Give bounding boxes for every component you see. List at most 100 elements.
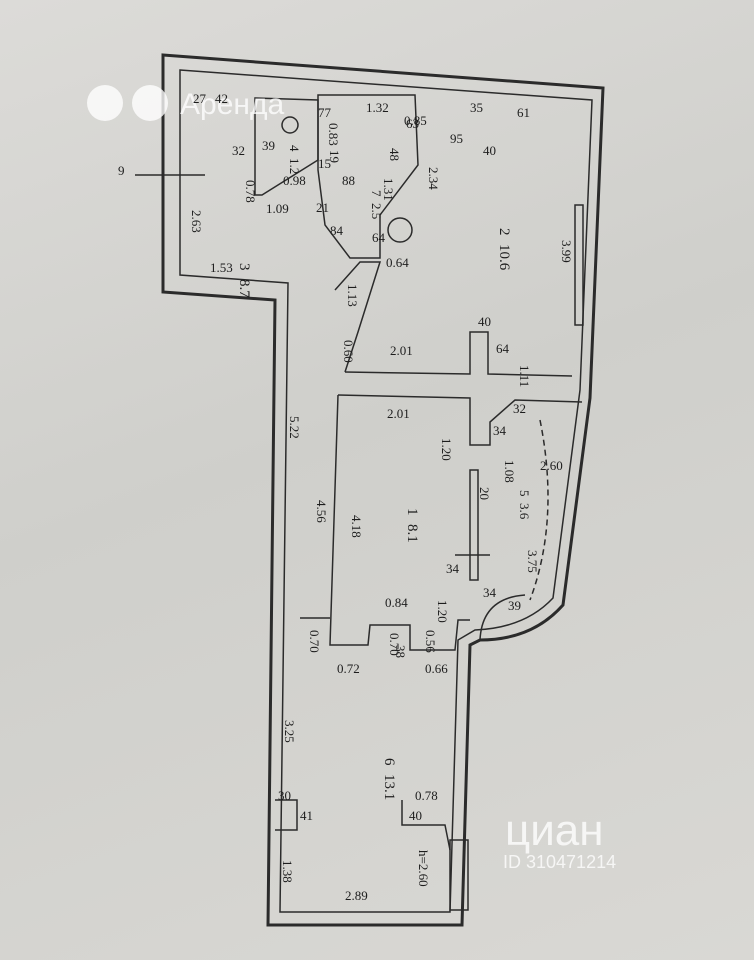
- dimension-label: 34: [483, 585, 497, 600]
- dimension-label: 42: [215, 91, 228, 106]
- dimension-label: 34: [446, 561, 460, 576]
- dimension-label: 84: [330, 223, 344, 238]
- svg-text:10.6: 10.6: [496, 244, 512, 271]
- wall-corridor: [334, 261, 382, 373]
- dimension-label: 34: [493, 423, 507, 438]
- room-labels: 1 8.1 2 10.6 3 8.7 4 1.2 5 3.6 6 13.1 7 …: [236, 145, 532, 800]
- dimension-label: 64: [496, 341, 510, 356]
- room-1-label: 1 8.1: [404, 508, 420, 543]
- dimension-label: 15: [318, 156, 331, 171]
- dimension-label: 0.72: [337, 661, 360, 676]
- svg-text:8.1: 8.1: [404, 524, 420, 543]
- room-2-label: 2 10.6: [496, 228, 512, 271]
- dimension-label: 0.70: [387, 633, 402, 656]
- dimension-label: 2.89: [345, 888, 368, 903]
- dimension-label: 2.34: [426, 167, 441, 190]
- room-3-label: 3 8.7: [236, 263, 252, 298]
- svg-text:2: 2: [496, 228, 512, 236]
- dimension-label: 27: [193, 91, 207, 106]
- bottom-id: ID 310471214: [503, 852, 616, 872]
- wall-room6-right-notch: [401, 800, 451, 851]
- dimension-label: 1.53: [210, 260, 233, 275]
- dimension-label: 41: [300, 808, 313, 823]
- sink-fixture: [387, 217, 413, 243]
- dimension-label: h=2.60: [416, 850, 431, 887]
- dimension-label: 0.64: [386, 255, 409, 270]
- dimension-label: 0.66: [425, 661, 448, 676]
- svg-text:5: 5: [517, 490, 532, 497]
- dimension-label: 39: [508, 598, 521, 613]
- yandex-logo-icon: [87, 85, 123, 121]
- dimension-label: 1.20: [435, 600, 450, 623]
- bay-window-dash: [529, 419, 549, 601]
- dimension-label: 0.83: [326, 123, 341, 146]
- dimension-label: 1.13: [345, 284, 360, 307]
- wall-room2-room1: [344, 331, 573, 377]
- dimension-label: 0.56: [423, 630, 438, 653]
- door-arc: [479, 594, 526, 641]
- svg-text:3: 3: [236, 263, 252, 271]
- dimension-label: 0.85: [404, 113, 427, 128]
- dimension-label: 21: [316, 200, 329, 215]
- dimension-label: 95: [450, 131, 463, 146]
- dimension-label: 1.31: [381, 178, 396, 201]
- wall-room1: [337, 394, 583, 446]
- dimension-label: 9: [118, 163, 125, 178]
- room-7-label: 7 2.5: [369, 190, 384, 219]
- dimension-label: 77: [318, 105, 332, 120]
- svg-text:1: 1: [404, 508, 420, 516]
- dimension-label: 32: [513, 401, 526, 416]
- dimension-label: 39: [262, 138, 275, 153]
- dimension-label: 30: [278, 788, 291, 803]
- dimension-label: 20: [477, 487, 492, 500]
- dimension-label: 0.78: [243, 180, 258, 203]
- bottom-brand: циан: [505, 806, 604, 855]
- house-logo-icon: [132, 85, 168, 121]
- wall-room1-left: [329, 394, 470, 651]
- dimension-label: 0.78: [415, 788, 438, 803]
- dimension-label: 4.18: [349, 515, 364, 538]
- outer-wall-inner: [179, 69, 593, 913]
- svg-text:4: 4: [287, 145, 302, 152]
- dimension-label: 38: [393, 645, 408, 658]
- dimension-label: 2.01: [387, 406, 410, 421]
- dimension-label: 1.11: [517, 365, 532, 387]
- dimension-label: 3.99: [559, 240, 574, 263]
- dimension-label: 40: [409, 808, 422, 823]
- top-watermark: Аренда: [87, 85, 284, 121]
- dimension-label: 4.56: [314, 500, 329, 523]
- window-room2: [574, 204, 584, 326]
- room-6-label: 6 13.1: [381, 758, 397, 800]
- svg-text:1.2: 1.2: [287, 158, 302, 174]
- svg-text:8.7: 8.7: [236, 279, 252, 298]
- dimension-label: 0.98: [283, 173, 306, 188]
- dimension-label: 1.32: [366, 100, 389, 115]
- dimension-label: 2.63: [189, 210, 204, 233]
- svg-text:6: 6: [381, 758, 397, 766]
- dimension-label: 0.84: [385, 595, 408, 610]
- dimension-label: 3.75: [525, 550, 540, 573]
- dimension-label: 0.60: [341, 340, 356, 363]
- dimension-label: 35: [470, 100, 483, 115]
- top-brand: Аренда: [180, 88, 284, 121]
- dimension-label: 61: [517, 105, 530, 120]
- dimension-label: 3.25: [282, 720, 297, 743]
- dimension-label: 63: [406, 116, 419, 131]
- dimension-label: 1.20: [439, 438, 454, 461]
- bottom-watermark: циан ID 310471214: [503, 806, 616, 872]
- dimension-label: 2.01: [390, 343, 413, 358]
- wall-toilet: [254, 97, 319, 196]
- dimension-label: 5.22: [287, 416, 302, 439]
- svg-text:2.5: 2.5: [369, 203, 384, 219]
- toilet-fixture: [281, 116, 299, 134]
- dimension-label: 1.09: [266, 201, 289, 216]
- dimension-label: 40: [483, 143, 496, 158]
- window-room1: [469, 469, 479, 581]
- dimension-label: 88: [342, 173, 355, 188]
- svg-text:7: 7: [369, 190, 384, 197]
- dimension-label: 1.08: [502, 460, 517, 483]
- svg-text:3.6: 3.6: [517, 503, 532, 520]
